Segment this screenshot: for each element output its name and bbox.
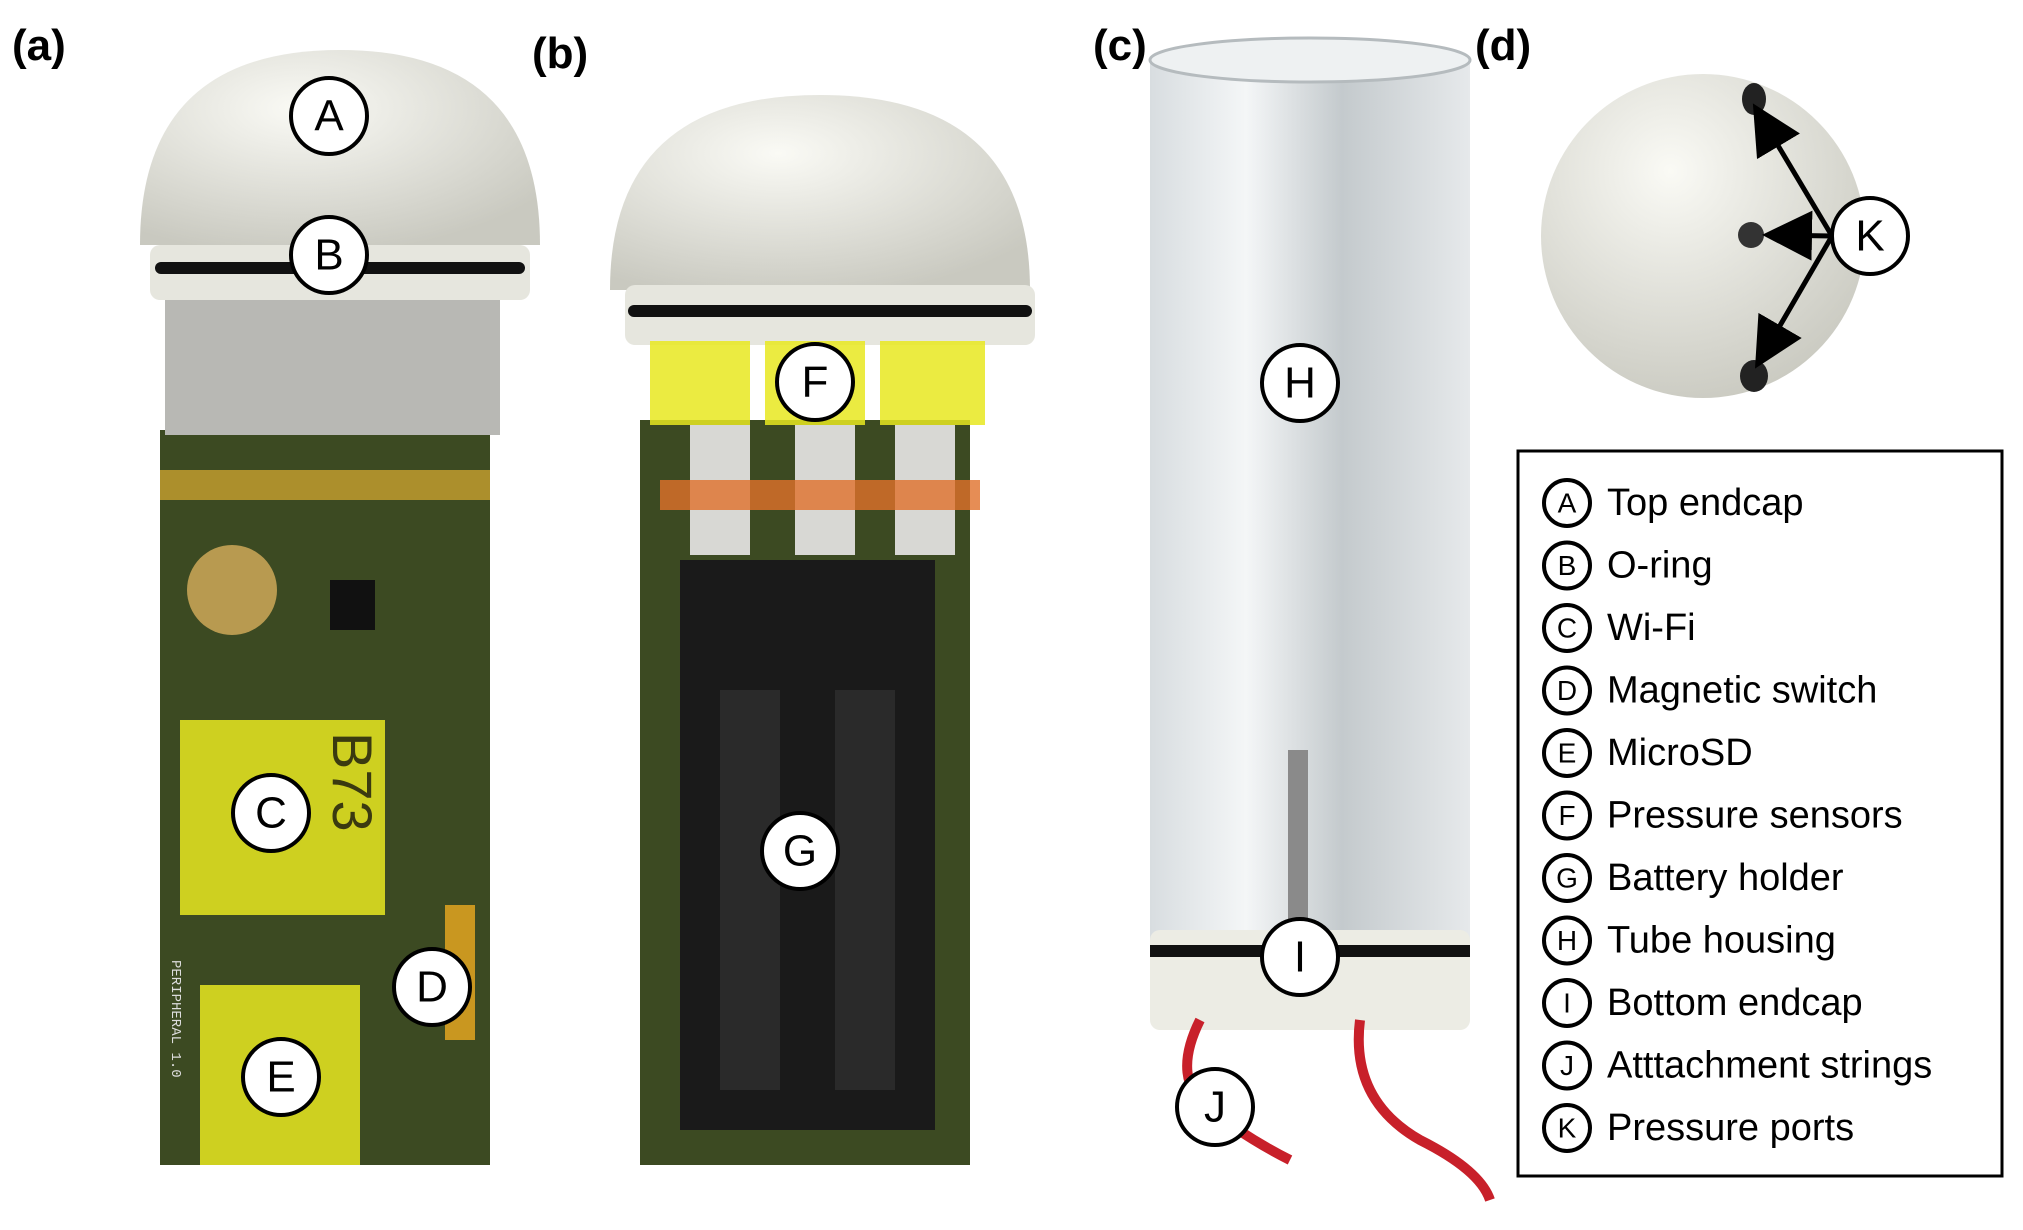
legend-item: I Bottom endcap	[1542, 978, 1863, 1028]
legend-item: B O-ring	[1542, 540, 1713, 591]
pressure-sensor-1	[650, 341, 750, 425]
panel-label-b: (b)	[532, 29, 588, 78]
legend-label: Tube housing	[1607, 920, 1836, 962]
legend-letter: G	[1556, 863, 1578, 894]
arrow	[1754, 234, 1835, 369]
legend-badge	[1542, 478, 1592, 528]
legend-item: H Tube housing	[1542, 915, 1836, 966]
svg-text:K: K	[1855, 212, 1884, 261]
callout-b: B	[289, 215, 369, 295]
callout-d: D	[392, 947, 472, 1027]
callout-c: C	[231, 773, 311, 853]
svg-text:E: E	[266, 1053, 295, 1102]
pressure-port-hole	[1740, 360, 1768, 392]
legend-box	[1516, 449, 2004, 1178]
legend-letter: K	[1558, 1113, 1577, 1144]
legend-label: MicroSD	[1607, 732, 1753, 774]
svg-text:J: J	[1204, 1083, 1226, 1132]
legend-badge	[1542, 915, 1592, 966]
svg-text:H: H	[1284, 359, 1316, 408]
panel-c-photo	[1148, 36, 1495, 1202]
pressure-port-hole	[1738, 222, 1764, 248]
svg-text:C: C	[255, 789, 287, 838]
legend-badge	[1542, 1040, 1592, 1091]
arrow	[1752, 103, 1835, 238]
arrow	[1762, 210, 1833, 261]
tube-housing	[1150, 60, 1470, 960]
pressure-port-hole	[1742, 83, 1766, 115]
legend-label: O-ring	[1607, 545, 1713, 587]
legend-letter: D	[1557, 675, 1577, 706]
callout-g: G	[760, 811, 840, 891]
board-name-text: PERIPHERAL 1.0	[167, 960, 183, 1078]
callout-k: K	[1830, 196, 1910, 276]
svg-text:I: I	[1294, 933, 1306, 982]
top-endcap-b	[610, 95, 1030, 290]
pressure-sensor-3	[880, 341, 985, 425]
panel-d-photo	[1541, 74, 1865, 398]
legend-item: C Wi-Fi	[1542, 603, 1696, 653]
svg-text:G: G	[783, 827, 817, 876]
legend-label: Atttachment strings	[1607, 1045, 1932, 1087]
legend-letter: B	[1558, 550, 1577, 581]
legend-letter: J	[1560, 1050, 1574, 1081]
panel-a-photo: B73 PERIPHERAL 1.0	[140, 50, 540, 1165]
svg-text:B: B	[314, 231, 343, 280]
callout-e: E	[241, 1037, 321, 1117]
legend-badge	[1542, 603, 1592, 653]
legend-letter: H	[1557, 925, 1577, 956]
panel-label-c: (c)	[1093, 21, 1147, 70]
legend-badge	[1542, 853, 1592, 903]
legend-badge	[1542, 665, 1592, 716]
legend-badge	[1542, 1103, 1592, 1153]
callout-a: A	[289, 76, 369, 156]
legend-badge	[1542, 728, 1592, 778]
panel-b-photo	[610, 95, 1035, 1165]
legend-item: A Top endcap	[1542, 478, 1804, 528]
wifi-module-text: B73	[321, 732, 384, 832]
callout-f: F	[775, 342, 855, 422]
legend-letter: A	[1558, 488, 1577, 519]
legend-item: F Pressure sensors	[1542, 790, 1903, 841]
callout-h: H	[1260, 343, 1340, 423]
legend-label: Top endcap	[1607, 482, 1804, 524]
legend-label: Wi-Fi	[1607, 607, 1696, 649]
legend-letter: E	[1558, 738, 1577, 769]
legend-label: Battery holder	[1607, 857, 1844, 899]
legend-item: E MicroSD	[1542, 728, 1753, 778]
legend-item: K Pressure ports	[1542, 1103, 1854, 1153]
legend-label: Pressure ports	[1607, 1107, 1854, 1149]
legend-item: G Battery holder	[1542, 853, 1844, 903]
legend-letter: F	[1558, 800, 1575, 831]
attachment-string	[1353, 1019, 1495, 1202]
legend-letter: C	[1557, 613, 1577, 644]
legend-badge	[1542, 978, 1592, 1028]
legend-item: D Magnetic switch	[1542, 665, 1877, 716]
svg-text:D: D	[416, 963, 448, 1012]
callout-j: J	[1175, 1067, 1255, 1147]
rubber-band	[160, 470, 490, 500]
panel-label-a: (a)	[12, 21, 66, 70]
legend-badge	[1542, 540, 1592, 591]
legend-letter: I	[1563, 988, 1571, 1019]
panel-label-d: (d)	[1475, 21, 1531, 70]
legend-item: J Atttachment strings	[1542, 1040, 1932, 1091]
legend-label: Bottom endcap	[1607, 982, 1863, 1024]
svg-text:F: F	[802, 358, 829, 407]
svg-text:A: A	[314, 92, 344, 141]
callout-i: I	[1260, 917, 1340, 997]
legend-label: Magnetic switch	[1607, 670, 1877, 712]
legend-label: Pressure sensors	[1607, 795, 1903, 837]
legend-badge	[1542, 790, 1592, 841]
metal-bracket	[165, 300, 500, 435]
